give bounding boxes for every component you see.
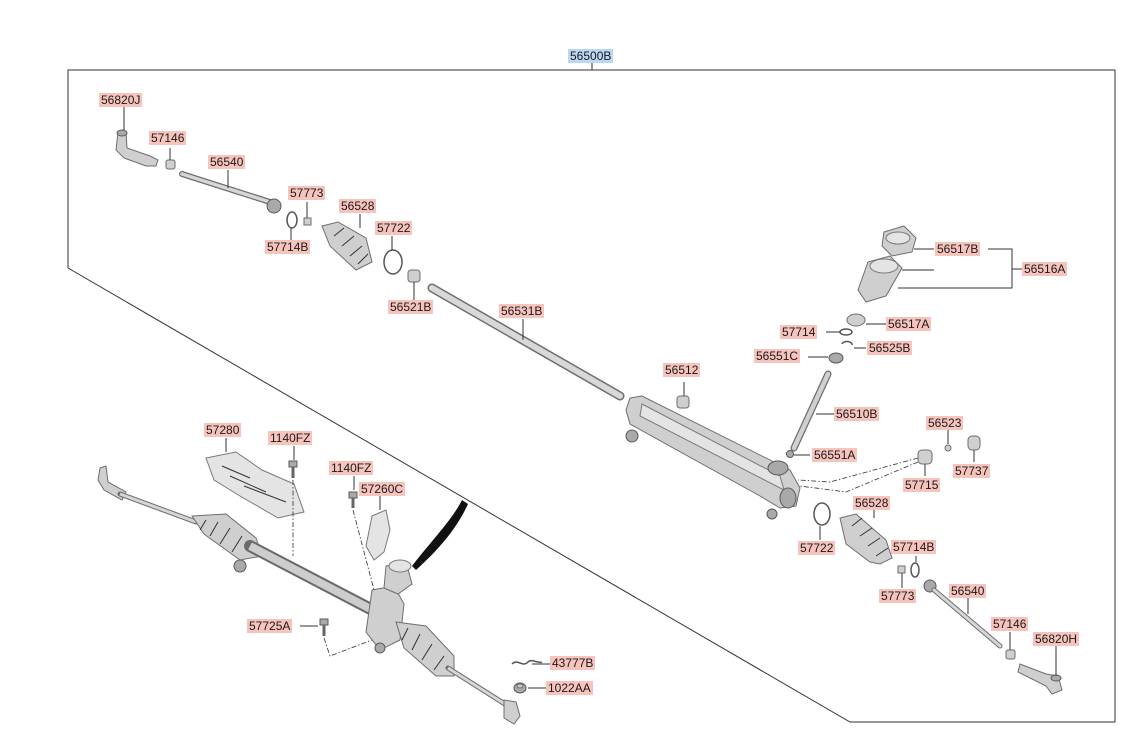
snap-ring-part xyxy=(841,340,853,346)
bushing-left-part xyxy=(407,269,421,283)
label-cover-lower[interactable]: 56517A xyxy=(886,317,932,331)
label-bolt-mount[interactable]: 57725A xyxy=(247,619,293,633)
label-clip-right[interactable]: 57714B xyxy=(891,540,937,554)
yoke-plug-part xyxy=(917,449,933,465)
label-nut-lock[interactable]: 1022AA xyxy=(546,681,593,695)
yoke-bolt-part xyxy=(944,444,952,452)
label-heat-shield[interactable]: 57280 xyxy=(204,423,242,437)
clip-right-part xyxy=(910,562,920,578)
bracket-part xyxy=(365,509,391,561)
rack-part xyxy=(427,283,625,401)
label-bracket[interactable]: 57260C xyxy=(359,482,406,496)
seal-lower-part xyxy=(786,450,794,458)
label-clip-pin[interactable]: 43777B xyxy=(550,656,596,670)
seal-pinion-part xyxy=(828,352,844,364)
label-oring-pinion[interactable]: 57714 xyxy=(780,325,818,339)
label-seal-lower[interactable]: 56551A xyxy=(812,448,858,462)
band-left-part xyxy=(303,217,312,226)
bolt-bracket-part xyxy=(348,491,358,508)
label-cover-upper[interactable]: 56517B xyxy=(935,242,981,256)
clip-left-part xyxy=(286,211,298,229)
nut-left-part xyxy=(165,159,176,170)
label-yoke-nut[interactable]: 57737 xyxy=(953,464,991,478)
label-ring-right[interactable]: 57722 xyxy=(798,541,836,555)
cover-upper-part xyxy=(881,225,917,257)
assembly-frame xyxy=(67,69,1116,723)
label-tie-rod-end-right[interactable]: 56820H xyxy=(1033,632,1080,646)
label-nut-left[interactable]: 57146 xyxy=(149,131,187,145)
label-yoke-plug[interactable]: 57715 xyxy=(903,478,941,492)
label-rack[interactable]: 56531B xyxy=(499,304,545,318)
assembled-rack-part xyxy=(97,465,521,725)
bellows-right-part xyxy=(839,513,893,565)
label-cover-assembly[interactable]: 56516A xyxy=(1022,262,1068,276)
label-seal-pinion[interactable]: 56551C xyxy=(754,349,801,363)
label-bolt-bracket[interactable]: 1140FZ xyxy=(329,461,374,475)
label-assembly[interactable]: 56500B xyxy=(568,49,614,63)
band-right-part xyxy=(897,565,906,574)
label-pinion[interactable]: 56510B xyxy=(834,407,880,421)
pinion-part xyxy=(790,370,832,452)
nut-right-part xyxy=(1005,649,1016,660)
label-snap-ring[interactable]: 56525B xyxy=(867,341,913,355)
bolt-mount-part xyxy=(319,618,329,636)
ring-right-part xyxy=(813,502,831,526)
nut-lock-part xyxy=(513,682,527,694)
label-bellows-right[interactable]: 56528 xyxy=(853,496,891,510)
label-band-right[interactable]: 57773 xyxy=(879,589,917,603)
label-inner-tie-rod-left[interactable]: 56540 xyxy=(208,155,246,169)
tie-rod-end-left-part xyxy=(115,129,159,167)
label-bellows-left[interactable]: 56528 xyxy=(339,199,377,213)
rack-housing-part xyxy=(625,395,801,520)
label-clip-left[interactable]: 57714B xyxy=(265,240,311,254)
cover-assembly-part xyxy=(857,255,903,303)
bellows-left-part xyxy=(321,221,373,271)
label-plug[interactable]: 56512 xyxy=(663,363,701,377)
heat-shield-part xyxy=(205,451,305,519)
clip-pin-part xyxy=(511,659,543,665)
label-inner-tie-rod-right[interactable]: 56540 xyxy=(949,584,987,598)
label-nut-right[interactable]: 57146 xyxy=(991,617,1029,631)
tie-rod-end-right-part xyxy=(1017,663,1063,695)
label-bolt-shield[interactable]: 1140FZ xyxy=(268,431,313,445)
bolt-shield-part xyxy=(288,460,298,478)
ring-left-part xyxy=(383,249,403,275)
yoke-nut-part xyxy=(967,435,981,451)
label-band-left[interactable]: 57773 xyxy=(288,186,326,200)
oring-pinion-part xyxy=(839,328,853,336)
inner-tie-rod-right-part xyxy=(923,579,1003,649)
label-bushing-left[interactable]: 56521B xyxy=(388,300,434,314)
label-yoke-bolt[interactable]: 56523 xyxy=(926,416,964,430)
detail-pointer xyxy=(412,500,468,570)
inner-tie-rod-left-part xyxy=(179,171,282,214)
cover-lower-part xyxy=(846,313,866,327)
label-ring-left[interactable]: 57722 xyxy=(375,221,413,235)
plug-part xyxy=(676,395,690,409)
label-tie-rod-end-left[interactable]: 56820J xyxy=(99,93,143,107)
